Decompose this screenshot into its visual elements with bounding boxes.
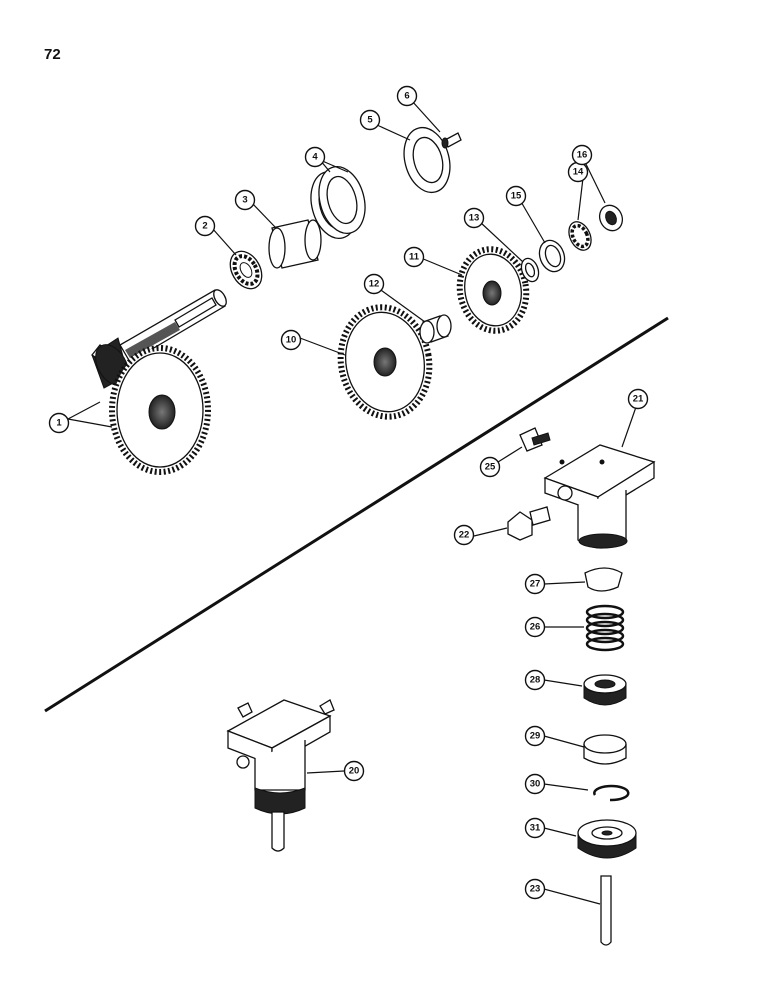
part-23-pin xyxy=(600,875,612,946)
pinion-gear xyxy=(91,337,129,389)
page-number: 72 xyxy=(44,46,61,63)
part-21-valve-body xyxy=(543,444,656,549)
part-28-bearing xyxy=(583,674,627,706)
svg-text:1: 1 xyxy=(56,418,62,429)
svg-text:4: 4 xyxy=(312,152,318,163)
part-12-bushing xyxy=(419,314,452,344)
callout-4: 4 xyxy=(304,146,326,168)
callout-20: 20 xyxy=(343,760,365,782)
part-20-valve-assembly xyxy=(226,699,335,852)
large-ring-gear xyxy=(109,345,211,475)
svg-text:22: 22 xyxy=(459,530,470,541)
svg-text:14: 14 xyxy=(573,167,584,178)
svg-text:28: 28 xyxy=(530,675,541,686)
part-10-gear xyxy=(337,304,433,420)
section-divider-line xyxy=(44,316,669,713)
svg-text:30: 30 xyxy=(530,779,541,790)
part-5-retainer xyxy=(403,126,451,194)
svg-text:11: 11 xyxy=(409,252,420,263)
callout-31: 31 xyxy=(524,817,546,839)
svg-text:21: 21 xyxy=(633,394,644,405)
svg-text:5: 5 xyxy=(367,115,373,126)
part-30-snap-ring xyxy=(593,784,630,802)
callout-3: 3 xyxy=(234,189,256,211)
callout-22: 22 xyxy=(453,524,475,546)
callout-14: 14 xyxy=(567,161,589,183)
callout-1: 1 xyxy=(48,412,70,434)
callout-5: 5 xyxy=(359,109,381,131)
callout-28: 28 xyxy=(524,669,546,691)
svg-text:13: 13 xyxy=(469,213,480,224)
part-13-ring xyxy=(520,257,540,283)
callout-11: 11 xyxy=(403,246,425,268)
svg-text:2: 2 xyxy=(202,221,207,232)
callout-29: 29 xyxy=(524,725,546,747)
leader-lines xyxy=(67,100,637,905)
part-14-bearing xyxy=(568,221,592,251)
part-2-bearing xyxy=(229,250,263,290)
part-26-spring xyxy=(585,604,625,652)
part-29-piston xyxy=(583,734,627,765)
svg-text:10: 10 xyxy=(286,335,297,346)
callout-27: 27 xyxy=(524,573,546,595)
svg-text:27: 27 xyxy=(530,579,541,590)
part-1-gear-set xyxy=(91,289,227,475)
part-22-plug xyxy=(507,506,551,541)
svg-text:23: 23 xyxy=(530,884,541,895)
part-15-cup xyxy=(538,239,566,273)
svg-text:12: 12 xyxy=(369,279,380,290)
svg-text:16: 16 xyxy=(577,150,588,161)
callout-13: 13 xyxy=(463,207,485,229)
callout-25: 25 xyxy=(479,456,501,478)
svg-text:25: 25 xyxy=(485,462,496,473)
callout-10: 10 xyxy=(280,329,302,351)
callout-2: 2 xyxy=(194,215,216,237)
callout-21: 21 xyxy=(627,388,649,410)
callout-16: 16 xyxy=(571,144,593,166)
svg-text:6: 6 xyxy=(404,91,409,102)
callout-6: 6 xyxy=(396,85,418,107)
svg-text:3: 3 xyxy=(242,195,247,206)
part-16-nut xyxy=(598,204,624,232)
part-4-shims xyxy=(310,166,366,239)
svg-text:26: 26 xyxy=(530,622,541,633)
part-31-ball-bearing xyxy=(577,819,637,859)
part-27-cap xyxy=(584,567,623,592)
part-3-bearing-cup xyxy=(268,219,322,269)
callout-26: 26 xyxy=(524,616,546,638)
part-11-gear xyxy=(456,246,530,334)
callout-12: 12 xyxy=(363,273,385,295)
svg-text:15: 15 xyxy=(511,191,522,202)
part-6-bolt xyxy=(441,132,462,149)
callout-15: 15 xyxy=(505,185,527,207)
svg-text:31: 31 xyxy=(530,823,541,834)
callout-23: 23 xyxy=(524,878,546,900)
callout-30: 30 xyxy=(524,773,546,795)
part-25-fitting xyxy=(519,427,551,452)
svg-text:20: 20 xyxy=(349,766,360,777)
svg-text:29: 29 xyxy=(530,731,541,742)
